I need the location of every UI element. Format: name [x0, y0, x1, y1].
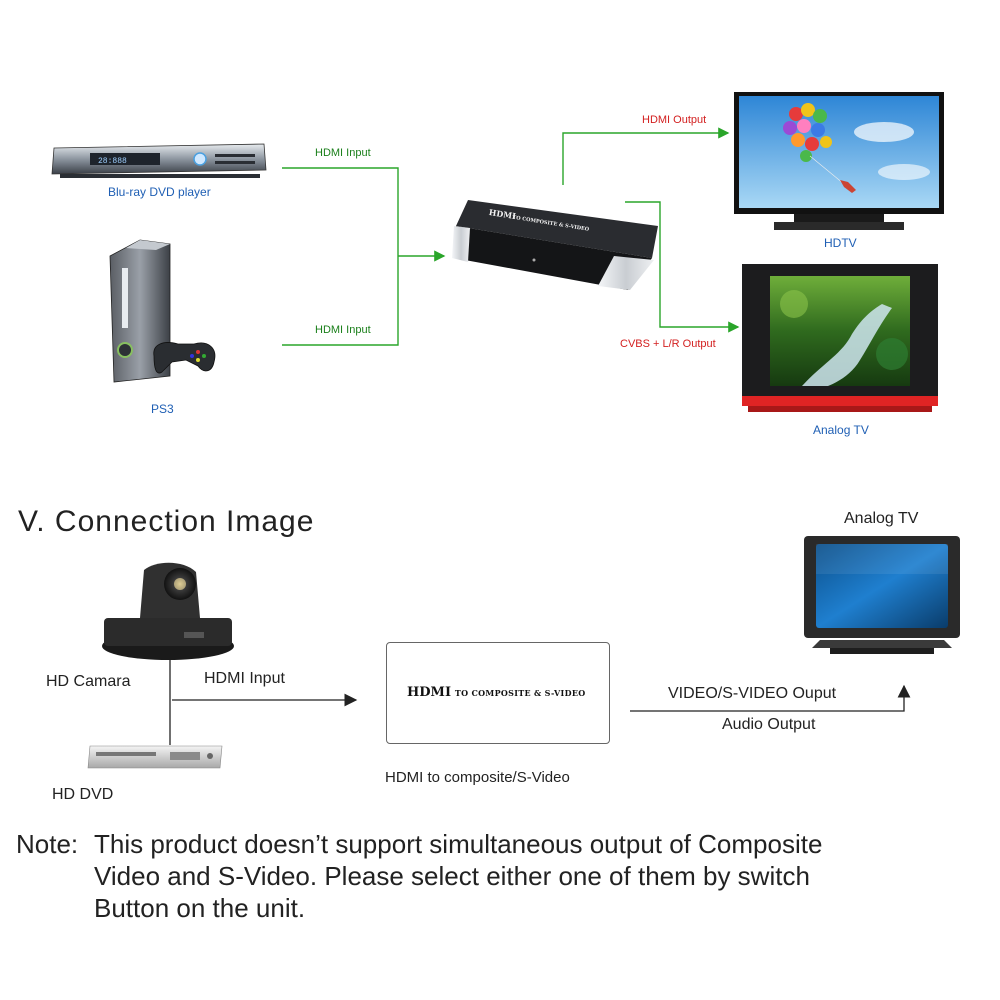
audio-output-label: Audio Output [722, 716, 816, 733]
device-face-main: HDMI [488, 207, 517, 221]
note-line-3: Button on the unit. [94, 893, 306, 923]
note: Note: This product doesn’t support simul… [16, 828, 986, 924]
line-converter-to-hdtv [562, 127, 730, 185]
balloons [783, 103, 832, 162]
analog-tv-top-image [742, 264, 938, 412]
hdmi-output-label: HDMI Output [642, 114, 707, 126]
bluray-label: Blu-ray DVD player [108, 185, 211, 199]
ps3-label: PS3 [151, 402, 174, 416]
line-ps3-to-converter [282, 256, 399, 346]
line-converter-to-analog [625, 201, 740, 333]
hdmi-input-label-1: HDMI Input [315, 147, 371, 159]
note-line-2: Video and S-Video. Please select either … [94, 861, 810, 891]
hdtv-label: HDTV [824, 236, 857, 250]
bluray-player-image: 28:888 [51, 143, 267, 178]
line-bluray-to-converter [282, 167, 399, 256]
note-line-1: This product doesn’t support simultaneou… [94, 829, 823, 859]
converter-box: HDMI TO COMPOSITE & S-VIDEO [386, 642, 610, 744]
analog-tv-top-label: Analog TV [813, 423, 869, 437]
hd-dvd-label: HD DVD [52, 786, 114, 803]
converter-box-text: HDMI TO COMPOSITE & S-VIDEO [407, 685, 585, 700]
bottom-black-lines [169, 655, 911, 745]
hdtv-image [734, 92, 944, 230]
converter-box-sub: TO COMPOSITE & S-VIDEO [454, 688, 586, 698]
converter-box-main: HDMI [407, 685, 452, 700]
ps3-console-image [109, 239, 216, 383]
section-title: V. Connection Image [18, 505, 314, 539]
line-output-to-tv [630, 684, 911, 712]
hd-camera-image [102, 562, 234, 660]
note-prefix: Note: [16, 829, 79, 859]
hd-dvd-image [87, 745, 223, 769]
hd-camera-label: HD Camara [46, 673, 131, 690]
video-output-label: VIDEO/S-VIDEO Ouput [668, 685, 837, 702]
dvd-display-text: 28:888 [98, 157, 127, 166]
analog-tv-bottom-image [804, 536, 960, 654]
section-roman: V [18, 505, 37, 538]
cvbs-output-label: CVBS + L/R Output [620, 338, 716, 350]
top-green-lines [282, 127, 740, 346]
converter-device-image: HDMI TO COMPOSITE & S-VIDEO [452, 200, 658, 290]
converter-box-caption: HDMI to composite/S-Video [385, 769, 570, 786]
analog-tv-bottom-label: Analog TV [844, 510, 919, 527]
section-title-text: . Connection Image [36, 505, 315, 538]
bottom-hdmi-input-label: HDMI Input [204, 670, 285, 687]
hdmi-input-label-2: HDMI Input [315, 324, 371, 336]
